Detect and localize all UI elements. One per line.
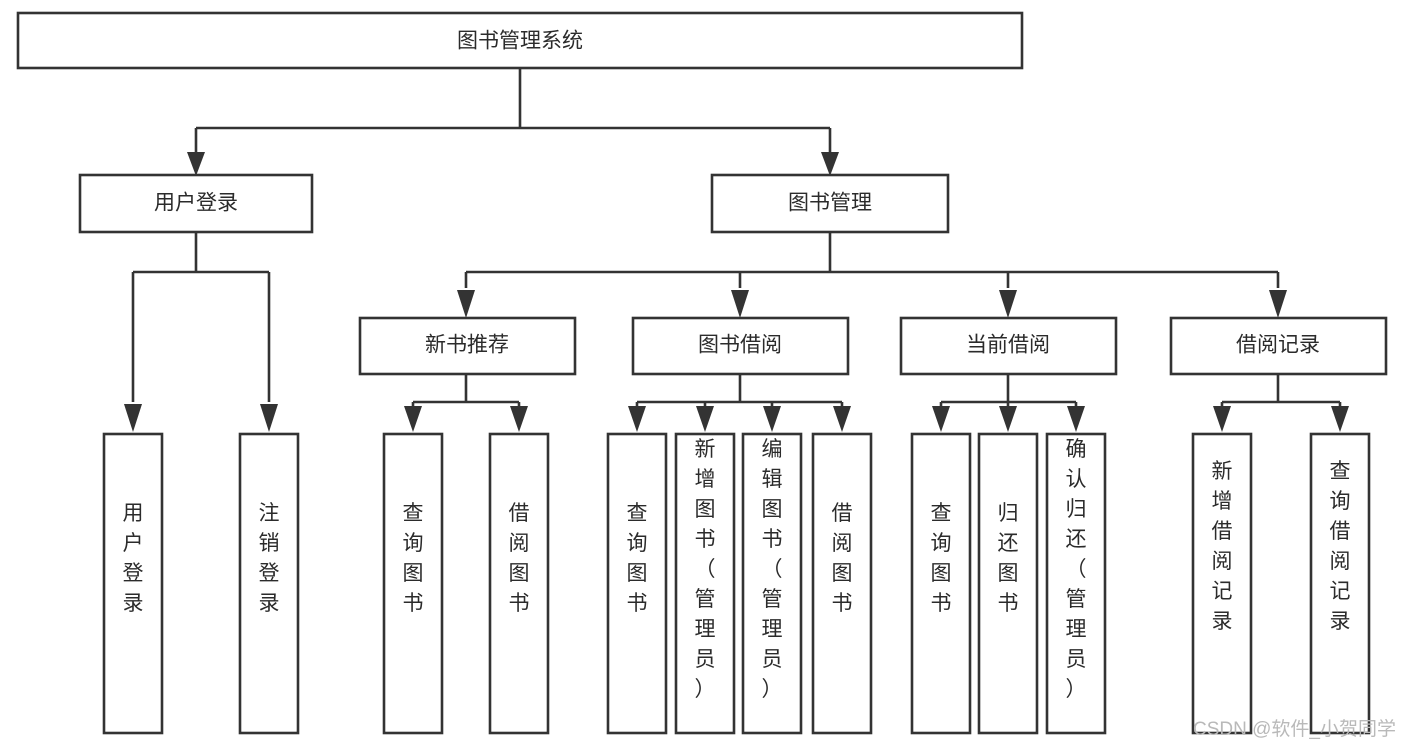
- arrow-head-icon: [1269, 290, 1287, 318]
- node-leaf-logout[interactable]: 注销登录: [238, 432, 300, 735]
- node-book-management[interactable]: 图书管理: [710, 173, 950, 234]
- node-leaf-label: 查询图书: [403, 502, 424, 615]
- watermark-label: CSDN @软件_小贺同学: [1193, 718, 1396, 740]
- node-current-borrow-box[interactable]: [899, 316, 1118, 376]
- node-user-login-label: 用户登录: [154, 192, 238, 215]
- connector-newbook-branch: [411, 374, 521, 410]
- node-leaf-box[interactable]: [1191, 432, 1253, 735]
- arrow-head-icon: [999, 406, 1017, 432]
- arrow-head-icon: [404, 406, 422, 432]
- connector-userlogin-branch: [131, 232, 271, 402]
- arrow-head-icon: [731, 290, 749, 318]
- connector-group-borrowrecord-to-leaves: [1213, 374, 1349, 432]
- node-borrow-record-box[interactable]: [1169, 316, 1388, 376]
- node-leaf-label: 确认归还（管理员）: [1066, 438, 1087, 701]
- node-leaf-label: 查询图书: [627, 502, 648, 615]
- node-leaf-return-book[interactable]: 归还图书: [977, 432, 1039, 735]
- node-new-book-recommend-label: 新书推荐: [425, 334, 509, 357]
- node-leaf-box[interactable]: [977, 432, 1039, 735]
- node-leaf-label: 用户登录: [123, 502, 144, 615]
- arrow-head-icon: [932, 406, 950, 432]
- node-user-login-box[interactable]: [78, 173, 314, 234]
- arrow-head-icon: [821, 152, 839, 176]
- node-root-box[interactable]: [16, 11, 1024, 70]
- node-root-system[interactable]: 图书管理系统: [16, 11, 1024, 70]
- node-leaf-query-book-recommend[interactable]: 查询图书: [382, 432, 444, 735]
- node-leaf-borrow-book-recommend[interactable]: 借阅图书: [488, 432, 550, 735]
- arrow-head-icon: [260, 404, 278, 432]
- node-leaf-confirm-return-admin[interactable]: 确认归还（管理员）: [1045, 432, 1107, 735]
- connector-bookborrow-branch: [635, 374, 844, 410]
- connector-group-bookmgmt-to-level3: [457, 232, 1287, 318]
- connector-group-userlogin-to-leaves: [124, 232, 278, 432]
- node-leaf-box[interactable]: [910, 432, 972, 735]
- arrow-head-icon: [1331, 406, 1349, 432]
- node-leaf-label: 查询借阅记录: [1330, 460, 1351, 633]
- node-current-borrow-label: 当前借阅: [966, 334, 1050, 357]
- node-leaf-query-borrow-record[interactable]: 查询借阅记录: [1309, 432, 1371, 735]
- node-leaf-label: 编辑图书（管理员）: [762, 438, 783, 701]
- node-book-management-label: 图书管理: [788, 192, 872, 215]
- node-leaf-box[interactable]: [238, 432, 300, 735]
- node-new-book-recommend[interactable]: 新书推荐: [358, 316, 577, 376]
- node-leaf-label: 查询图书: [931, 502, 952, 615]
- node-book-management-box[interactable]: [710, 173, 950, 234]
- node-book-borrow-label: 图书借阅: [698, 334, 782, 357]
- node-leaf-label: 借阅图书: [509, 502, 530, 615]
- node-leaf-box[interactable]: [674, 432, 736, 735]
- node-leaf-label: 注销登录: [259, 502, 280, 615]
- node-new-book-recommend-box[interactable]: [358, 316, 577, 376]
- node-leaf-box[interactable]: [488, 432, 550, 735]
- arrow-head-icon: [999, 290, 1017, 318]
- node-leaf-box[interactable]: [741, 432, 803, 735]
- connector-currentborrow-branch: [939, 374, 1078, 410]
- node-leaf-query-book-borrow[interactable]: 查询图书: [606, 432, 668, 735]
- connector-group-currentborrow-to-leaves: [932, 374, 1085, 432]
- node-leaf-label: 借阅图书: [832, 502, 853, 615]
- node-book-borrow[interactable]: 图书借阅: [631, 316, 850, 376]
- arrow-head-icon: [696, 406, 714, 432]
- arrow-head-icon: [763, 406, 781, 432]
- node-user-login[interactable]: 用户登录: [78, 173, 314, 234]
- node-leaf-box[interactable]: [811, 432, 873, 735]
- node-leaf-box[interactable]: [606, 432, 668, 735]
- arrow-head-icon: [187, 152, 205, 176]
- node-leaf-add-book-admin[interactable]: 新增图书（管理员）: [674, 432, 736, 735]
- arrow-head-icon: [1213, 406, 1231, 432]
- connector-group-bookborrow-to-leaves: [628, 374, 851, 432]
- arrow-head-icon: [1067, 406, 1085, 432]
- connector-group-root-to-level2: [187, 68, 839, 176]
- arrow-head-icon: [510, 406, 528, 432]
- node-leaf-box[interactable]: [382, 432, 444, 735]
- arrow-head-icon: [628, 406, 646, 432]
- node-leaf-box[interactable]: [102, 432, 164, 735]
- arrow-head-icon: [457, 290, 475, 318]
- node-leaf-box[interactable]: [1309, 432, 1371, 735]
- node-leaf-label: 新增图书（管理员）: [695, 438, 716, 701]
- connector-bookmgmt-branch: [464, 232, 1280, 288]
- node-root-label: 图书管理系统: [457, 30, 583, 53]
- arrow-head-icon: [833, 406, 851, 432]
- node-leaf-box[interactable]: [1045, 432, 1107, 735]
- node-current-borrow[interactable]: 当前借阅: [899, 316, 1118, 376]
- node-leaf-query-book-current[interactable]: 查询图书: [910, 432, 972, 735]
- node-leaf-label: 新增借阅记录: [1212, 460, 1233, 633]
- node-borrow-record-label: 借阅记录: [1236, 334, 1320, 357]
- node-leaf-add-borrow-record[interactable]: 新增借阅记录: [1191, 432, 1253, 735]
- node-book-borrow-box[interactable]: [631, 316, 850, 376]
- node-borrow-record[interactable]: 借阅记录: [1169, 316, 1388, 376]
- connector-group-newbook-to-leaves: [404, 374, 528, 432]
- node-leaf-edit-book-admin[interactable]: 编辑图书（管理员）: [741, 432, 803, 735]
- connector-root-branch: [194, 68, 832, 158]
- connector-borrowrecord-branch: [1220, 374, 1342, 410]
- node-leaf-label: 归还图书: [998, 502, 1019, 615]
- arrow-head-icon: [124, 404, 142, 432]
- node-leaf-user-login[interactable]: 用户登录: [102, 432, 164, 735]
- node-leaf-borrow-book[interactable]: 借阅图书: [811, 432, 873, 735]
